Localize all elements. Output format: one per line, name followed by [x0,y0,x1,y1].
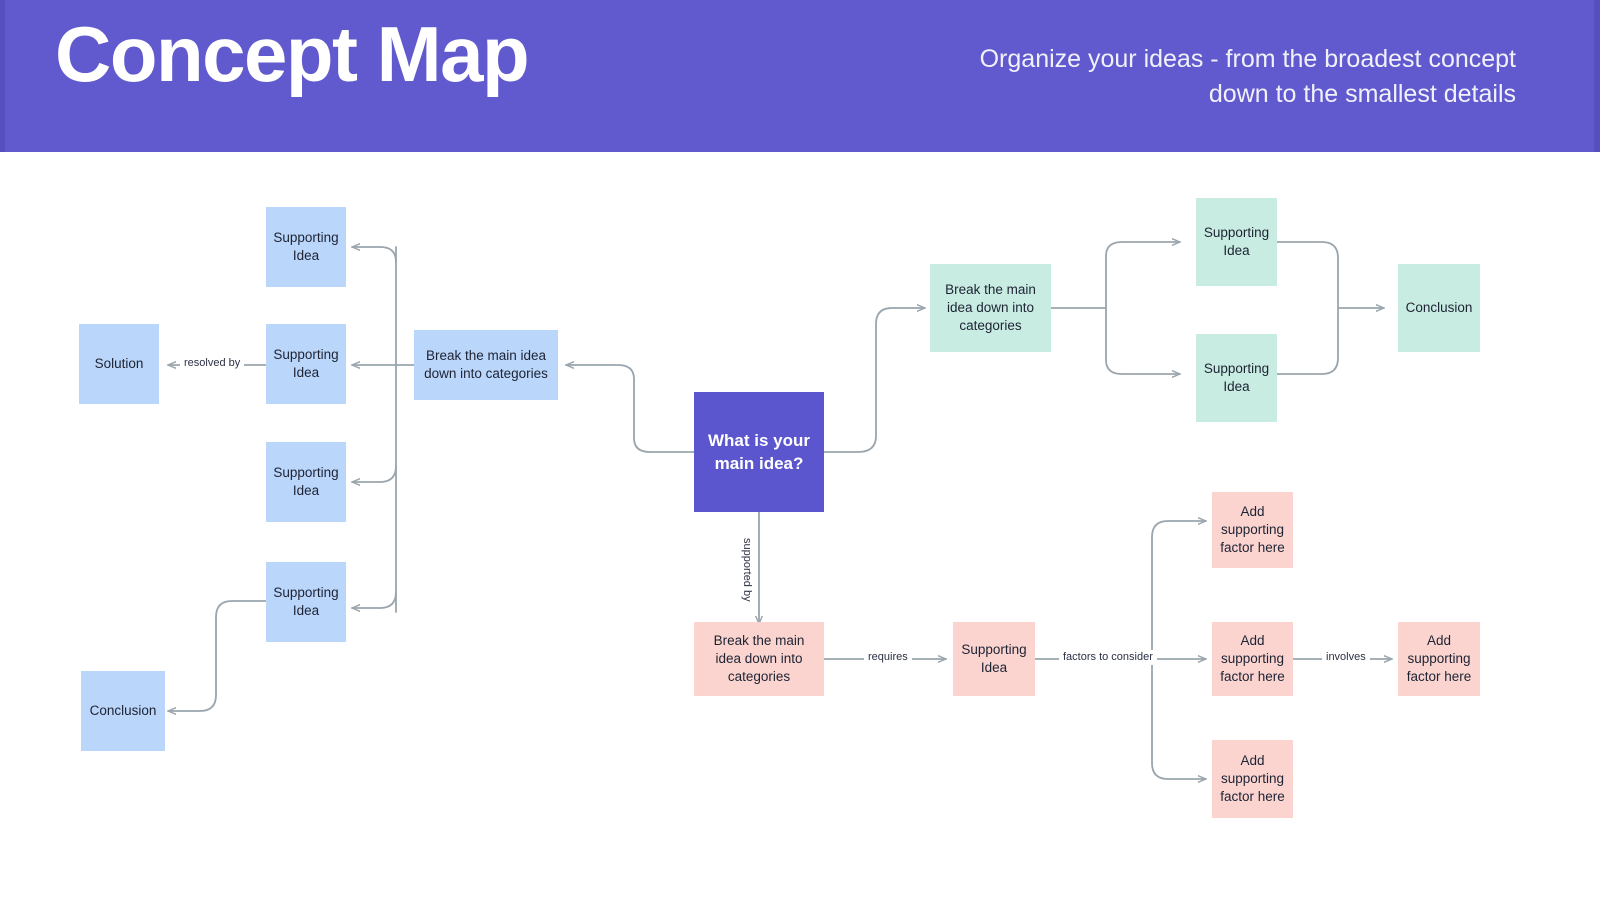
node-blue-supporting-idea-1[interactable]: Supporting Idea [266,207,346,287]
node-pink-break-down[interactable]: Break the main idea down into categories [694,622,824,696]
node-pink-factor-1[interactable]: Add supporting factor here [1212,492,1293,568]
node-green-supporting-idea-1[interactable]: Supporting Idea [1196,198,1277,286]
node-pink-supporting-idea[interactable]: Supporting Idea [953,622,1035,696]
node-blue-conclusion[interactable]: Conclusion [81,671,165,751]
edge-label-involves: involves [1322,650,1370,666]
page-header: Concept Map Organize your ideas - from t… [0,0,1600,152]
node-blue-solution[interactable]: Solution [79,324,159,404]
edge-label-supported-by: supported by [739,535,753,605]
header-right-accent-stripe [1594,0,1600,152]
page-subtitle: Organize your ideas - from the broadest … [979,45,1516,108]
node-pink-factor-2[interactable]: Add supporting factor here [1212,622,1293,696]
node-blue-break-down[interactable]: Break the main idea down into categories [414,330,558,400]
node-green-supporting-idea-2[interactable]: Supporting Idea [1196,334,1277,422]
node-green-break-down[interactable]: Break the main idea down into categories [930,264,1051,352]
node-blue-supporting-idea-4[interactable]: Supporting Idea [266,562,346,642]
node-pink-factor-3[interactable]: Add supporting factor here [1212,740,1293,818]
node-pink-factor-4[interactable]: Add supporting factor here [1398,622,1480,696]
node-blue-supporting-idea-3[interactable]: Supporting Idea [266,442,346,522]
edge-label-requires: requires [864,650,912,666]
header-left-accent-stripe [0,0,5,152]
edge-label-factors-to-consider: factors to consider [1059,650,1157,666]
node-main-idea[interactable]: What is your main idea? [694,392,824,512]
page-title: Concept Map [55,10,530,98]
edge-layer [167,152,1393,900]
edge-label-resolved-by: resolved by [180,356,245,372]
node-blue-supporting-idea-2[interactable]: Supporting Idea [266,324,346,404]
concept-map-canvas: What is your main idea? Break the main i… [0,152,1600,900]
node-green-conclusion[interactable]: Conclusion [1398,264,1480,352]
